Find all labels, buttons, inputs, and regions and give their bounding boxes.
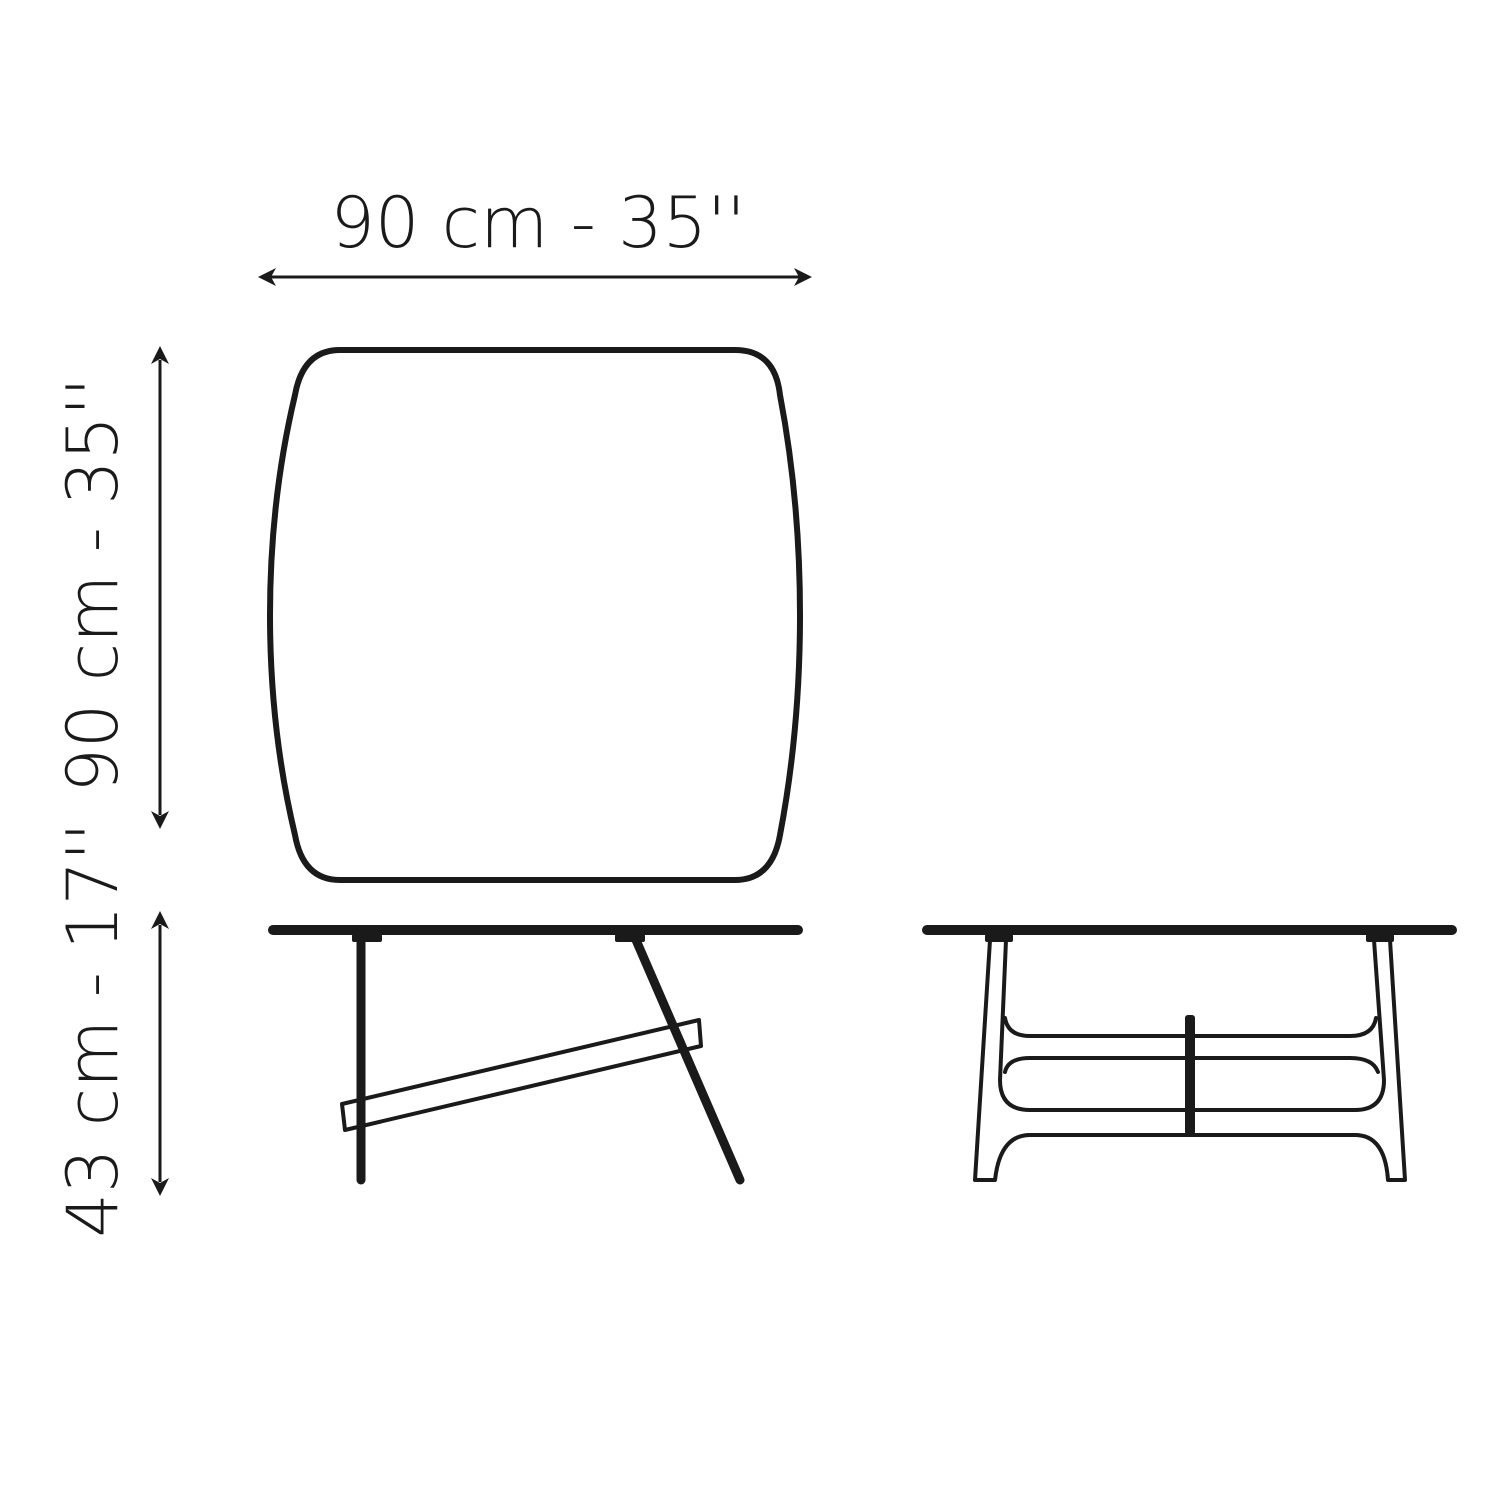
height-label: 43 cm - 17'' <box>52 822 134 1237</box>
height-arrow-bottom <box>151 1178 169 1196</box>
table-side-view <box>268 925 803 1185</box>
front-view-frame-outer <box>973 938 1407 1182</box>
depth-arrow-top <box>151 346 169 364</box>
depth-dimension: 90 cm - 35'' <box>52 346 169 829</box>
front-view-leg-inner-right <box>1193 938 1386 1112</box>
side-view-tabletop <box>268 925 803 935</box>
side-view-leg-slanted <box>631 935 745 1185</box>
tabletop-top-view <box>267 347 803 883</box>
side-view-stretcher <box>340 1018 703 1132</box>
front-view-tabletop <box>922 925 1457 935</box>
height-dimension: 43 cm - 17'' <box>52 822 169 1238</box>
width-arrow-right <box>794 268 812 286</box>
table-front-view <box>922 925 1457 1182</box>
depth-arrow-bottom <box>151 811 169 829</box>
width-dimension: 90 cm - 35'' <box>258 182 812 286</box>
depth-label: 90 cm - 35'' <box>52 377 134 792</box>
width-label: 90 cm - 35'' <box>330 182 745 264</box>
height-arrow-top <box>151 911 169 929</box>
front-view-center-post <box>1185 1015 1195 1135</box>
width-arrow-left <box>258 268 276 286</box>
front-view-leg-inner-left <box>998 938 1197 1112</box>
